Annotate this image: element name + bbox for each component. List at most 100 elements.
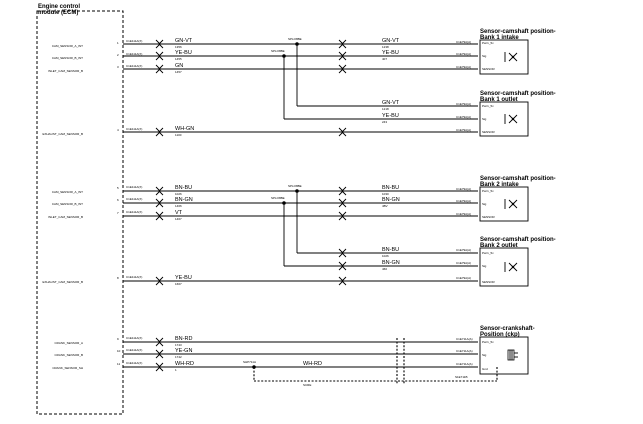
ecm-pin-number: 5	[117, 186, 119, 190]
sensor-pin: SENSOR	[482, 67, 496, 71]
sensor-pin: Sig	[482, 54, 487, 58]
splice-label: SPLO8BE	[288, 184, 302, 188]
wire-number: 1667	[175, 282, 182, 286]
sensor-connector: C1E79A(A)	[456, 52, 471, 56]
wire-number: 1030	[382, 192, 389, 196]
splice-dot	[295, 189, 299, 193]
sensor-crankshaft-position: Sensor-crankshaft- Position (ckp) Pwr1_5…	[456, 326, 535, 375]
ecm-pin-name: INLET_CAM_SENSOR_B	[48, 69, 83, 73]
ecm-connector: C1E111A(X)	[126, 197, 142, 201]
wire-number: 1026	[175, 192, 182, 196]
splice-label: S1E711B	[455, 375, 467, 379]
ecm-pin-number: 7	[117, 211, 119, 215]
wire-color: YE-BU	[175, 50, 192, 56]
wire-number: 1743	[175, 343, 182, 347]
wire-number: 4BV	[382, 204, 388, 208]
wire-color: YE-BU	[382, 50, 399, 56]
sensor-connector: C1E79A(A)	[456, 212, 471, 216]
sensor-pin: SENSOR	[482, 130, 496, 134]
wire-number: 1467	[175, 217, 182, 221]
ecm-connector: C1E111A(X)	[126, 39, 142, 43]
hall-sensor-icon	[504, 262, 518, 272]
sensor-body	[479, 247, 529, 287]
wire-number: 1356	[175, 45, 182, 49]
bank1-wiring: SPLO8BE SPLO8BE GN-VT 1356 YE-BU 1455 GN…	[123, 37, 478, 137]
bank2-wiring: SPLO8BE SPLO8BE BN-BU 1026 BN-GN 1466 VT…	[123, 184, 478, 286]
sensor-pin: Pwr1_5v	[482, 104, 494, 108]
wire-color: BN-GN	[382, 260, 400, 266]
ecm-pin-number: 3	[117, 65, 119, 69]
sensor-pin: Pwr1_5v	[482, 251, 494, 255]
sensor-subtitle: Bank 2 intake	[480, 182, 519, 188]
ecm-pin-name: CRANK_SENSOR_SH	[52, 366, 83, 370]
splice-dot	[252, 365, 256, 369]
sensor-bank2-outlet: Sensor-camshaft position- Bank 2 outlet …	[456, 237, 556, 287]
ecm-pin-labels: 1 CAM_SENSOR_A_INT C1E111A(X) 2 CAM_SENS…	[42, 39, 142, 370]
sensor-connector: C1E711A(A)	[456, 337, 473, 341]
hall-sensor-icon	[504, 114, 518, 124]
sensor-connector: C1E711A(A)	[456, 349, 473, 353]
wire-color: BN-GN	[175, 197, 193, 203]
sensor-pin: Pwr1_5v	[482, 189, 494, 193]
sensor-connector: C1E79A(A)	[456, 115, 471, 119]
ecm-pin-number: 8	[117, 276, 119, 280]
wire-color: BN-BU	[382, 185, 399, 191]
splice-label: SHP711A	[243, 360, 256, 364]
wire-color: WH-RD	[175, 361, 194, 367]
wire-number: 1466	[175, 204, 182, 208]
splice-label: SPLO8BE	[288, 37, 302, 41]
wire-color: BN-RD	[175, 336, 192, 342]
sensor-connector: C1E79A(A)	[456, 65, 471, 69]
sensor-pin: Pwr1_5v	[482, 340, 494, 344]
ecm-connector: C1E111A(X)	[126, 185, 142, 189]
ecm-connector: C1E111A(X)	[126, 348, 142, 352]
sensor-pin: Sig	[482, 353, 487, 357]
ecm-pin-name: CRANK_SENSOR_A	[54, 341, 83, 345]
inductive-sensor-icon	[507, 349, 518, 361]
sensor-bank1-intake: Sensor-camshaft position- Bank 1 intake …	[456, 29, 556, 75]
sensor-pin: Sig	[482, 264, 487, 268]
sensor-subtitle: Bank 1 outlet	[480, 97, 518, 103]
wire-number: 407	[382, 57, 387, 61]
wire-number: 1742	[175, 355, 182, 359]
ecm-pin-number: 10	[117, 349, 121, 353]
wire-color: BN-BU	[175, 185, 192, 191]
wire-number: 1026	[382, 254, 389, 258]
sensor-pin: SENSOR	[482, 215, 496, 219]
sensor-title: Sensor-camshaft position-	[480, 91, 556, 97]
ecm-boundary	[36, 10, 124, 415]
wire-color: GN-VT	[382, 38, 400, 44]
sensor-title: Sensor-camshaft position-	[480, 29, 556, 35]
splice-label: SPLO8BE	[271, 196, 285, 200]
ecm-connector: C1E111A(X)	[126, 210, 142, 214]
ecm-pin-name: INLET_CAM_SENSOR_B	[48, 215, 83, 219]
crank-wiring: SHP711A SCRE S1E711B BN-RD 1743 YE-GN 17…	[123, 336, 498, 387]
wire-number: 460	[382, 267, 387, 271]
sensor-subtitle: Bank 1 intake	[480, 35, 519, 41]
wire-color: YE-GN	[175, 348, 192, 354]
ecm-title-line1: Engine control	[38, 4, 80, 10]
sensor-body	[479, 336, 529, 375]
sensor-title: Sensor-camshaft position-	[480, 176, 556, 182]
wire-number: 1455	[175, 57, 182, 61]
hall-sensor-icon	[504, 52, 518, 62]
sensor-connector: C1E79A(A)	[456, 276, 471, 280]
connector-break	[155, 186, 347, 286]
sensor-subtitle: Bank 2 outlet	[480, 243, 518, 249]
splice-label: SCRE	[303, 383, 311, 387]
ecm-pin-name: EXHAUST_CAM_SENSOR_B	[42, 280, 83, 284]
ecm-pin-number: 11	[117, 362, 120, 366]
sensor-pin: Pwr1_5v	[482, 41, 494, 45]
wire-number: 1457	[175, 70, 182, 74]
sensor-connector: C1E79A(A)	[456, 102, 471, 106]
sensor-title: Sensor-camshaft position-	[480, 237, 556, 243]
sensor-pin: Sig	[482, 117, 487, 121]
sensor-pin: Sig	[482, 202, 487, 206]
ecm-connector: C1E111A(X)	[126, 336, 142, 340]
wire-color: WH-GN	[175, 126, 194, 132]
ecm-pin-number: 1	[117, 41, 119, 45]
ecm-pin-name: CAM_SENSOR_B_INT	[52, 202, 83, 206]
ecm-connector: C1E111A(X)	[126, 361, 142, 365]
ecm-pin-name: EXHAUST_CAM_SENSOR_B	[42, 132, 83, 136]
